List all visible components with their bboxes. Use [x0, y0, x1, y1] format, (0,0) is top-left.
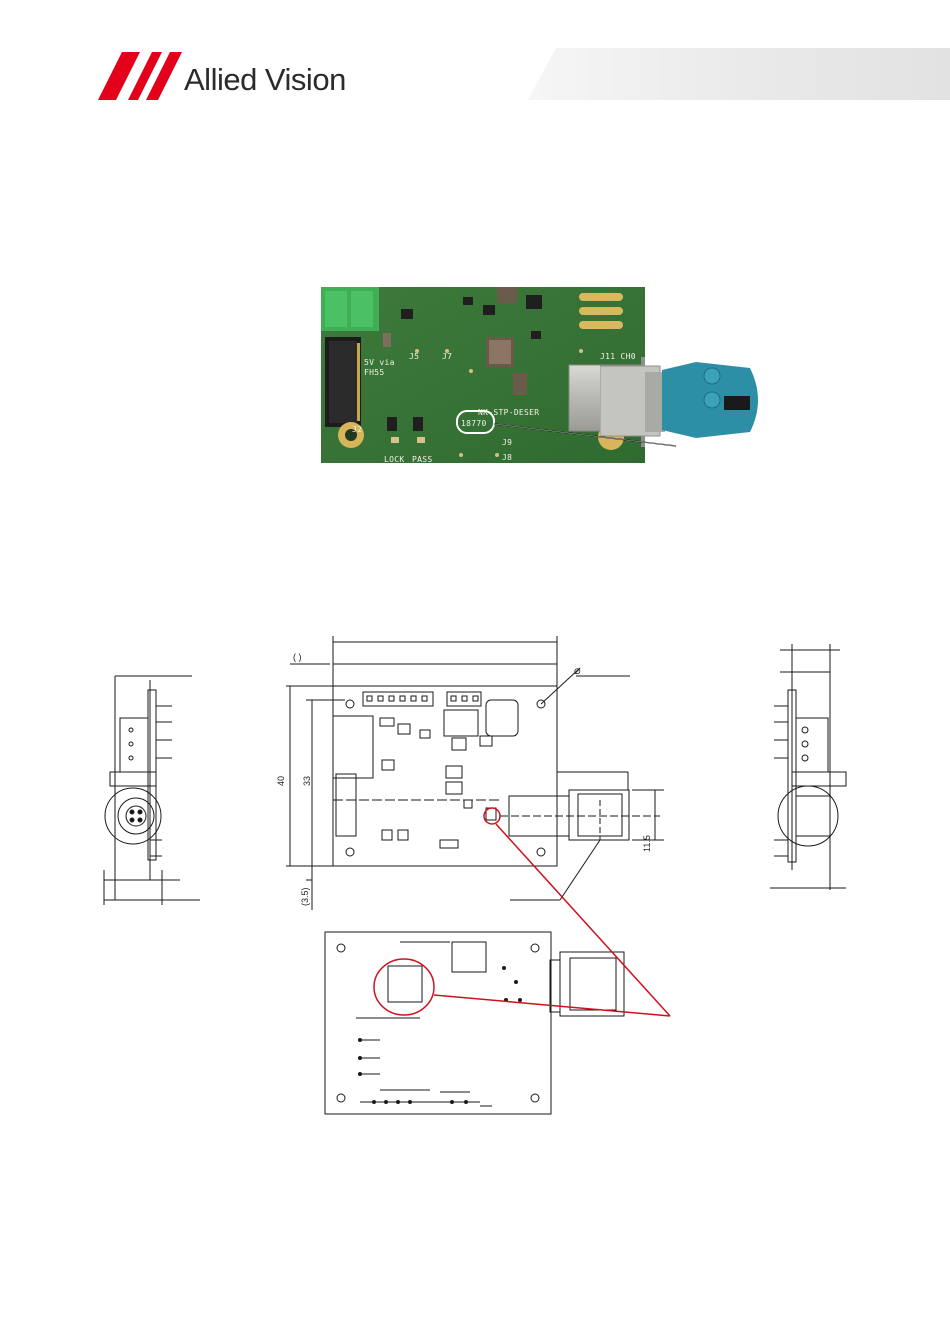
right-side-view	[770, 644, 846, 890]
dim-paren: ( )	[293, 652, 302, 662]
label-pass: PASS	[412, 455, 432, 464]
label-j5: J5	[409, 352, 419, 361]
dim-40: 40	[276, 776, 286, 786]
technical-drawing	[0, 620, 950, 1140]
dim-3-5: (3.5)	[300, 887, 310, 906]
red-callout	[374, 808, 670, 1016]
label-j7: J7	[442, 352, 452, 361]
dim-diameter: ⌀	[574, 664, 581, 677]
brand-name: Allied Vision	[184, 64, 346, 95]
header-banner	[528, 48, 950, 100]
label-lock: LOCK	[384, 455, 404, 464]
label-j2: J2	[352, 425, 362, 434]
allied-vision-logo-icon	[98, 48, 188, 100]
label-j11: J11 CH0	[600, 352, 636, 361]
bottom-view	[325, 932, 624, 1114]
label-power-2: FH55	[364, 368, 384, 377]
main-top-view	[286, 636, 664, 910]
serial-callout	[440, 400, 680, 460]
dim-33: 33	[302, 776, 312, 786]
dim-11-5: 11.5	[642, 835, 652, 852]
left-side-view	[104, 676, 200, 905]
label-power-1: 5V via	[364, 358, 395, 367]
